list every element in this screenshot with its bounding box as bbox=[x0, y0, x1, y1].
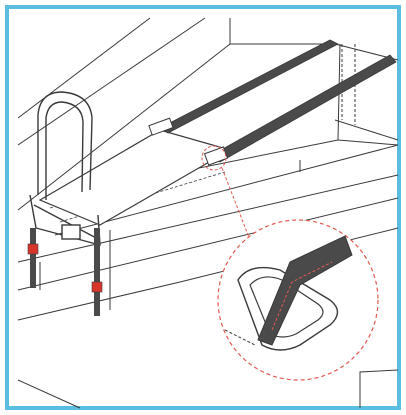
leg-strap-left bbox=[27, 228, 39, 288]
leg-strap-right bbox=[91, 228, 103, 316]
strap-left bbox=[159, 39, 339, 134]
zoomed-strap-detail bbox=[224, 235, 353, 351]
bed-rail-handle-icon bbox=[29, 91, 101, 246]
rail-board bbox=[38, 129, 232, 226]
strap-right bbox=[211, 54, 397, 163]
bed-frame-lines bbox=[17, 17, 399, 409]
diagram-border bbox=[5, 5, 401, 410]
buckle-icon bbox=[91, 281, 103, 293]
strap-anchor-icon bbox=[148, 117, 229, 166]
buckle-icon bbox=[27, 243, 39, 255]
